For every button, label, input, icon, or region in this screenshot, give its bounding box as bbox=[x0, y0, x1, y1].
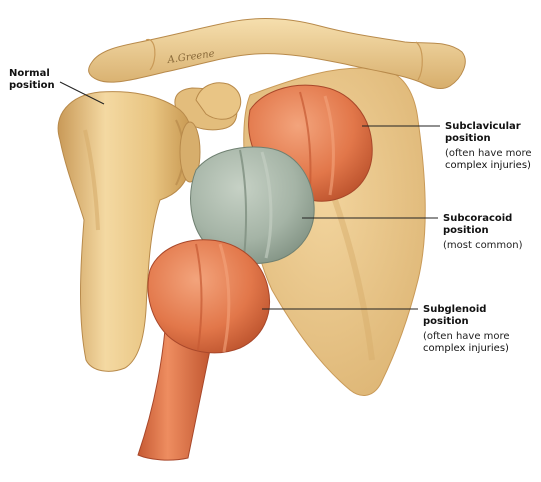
label-subglenoid-position: Subglenoid position (often have more com… bbox=[423, 304, 510, 355]
label-subglenoid-line2: position bbox=[423, 316, 469, 327]
label-normal-position: Normal position bbox=[9, 68, 55, 92]
clavicle bbox=[88, 18, 466, 89]
humerus-subglenoid-shaft bbox=[137, 329, 213, 461]
label-subclavicular-position: Subclavicular position (often have more … bbox=[445, 121, 532, 172]
label-subclavicular-note1: (often have more bbox=[445, 148, 532, 159]
humeral-head-subglenoid bbox=[147, 239, 270, 354]
label-subglenoid-line1: Subglenoid bbox=[423, 304, 487, 315]
label-normal-line2: position bbox=[9, 80, 55, 91]
leader-line-normal bbox=[59, 81, 105, 105]
label-subcoracoid-note1: (most common) bbox=[443, 240, 523, 251]
glenoid-fossa bbox=[179, 121, 201, 183]
label-subglenoid-note2: complex injuries) bbox=[423, 343, 509, 354]
label-subclavicular-line2: position bbox=[445, 133, 491, 144]
label-subclavicular-line1: Subclavicular bbox=[445, 121, 521, 132]
label-subcoracoid-line1: Subcoracoid bbox=[443, 213, 513, 224]
label-subcoracoid-line2: position bbox=[443, 225, 489, 236]
label-normal-line1: Normal bbox=[9, 68, 50, 79]
coracoid-process bbox=[195, 82, 242, 120]
label-subcoracoid-position: Subcoracoid position (most common) bbox=[443, 213, 523, 252]
humeral-head-subcoracoid bbox=[190, 146, 315, 264]
label-subglenoid-note1: (often have more bbox=[423, 331, 510, 342]
label-subclavicular-note2: complex injuries) bbox=[445, 160, 531, 171]
